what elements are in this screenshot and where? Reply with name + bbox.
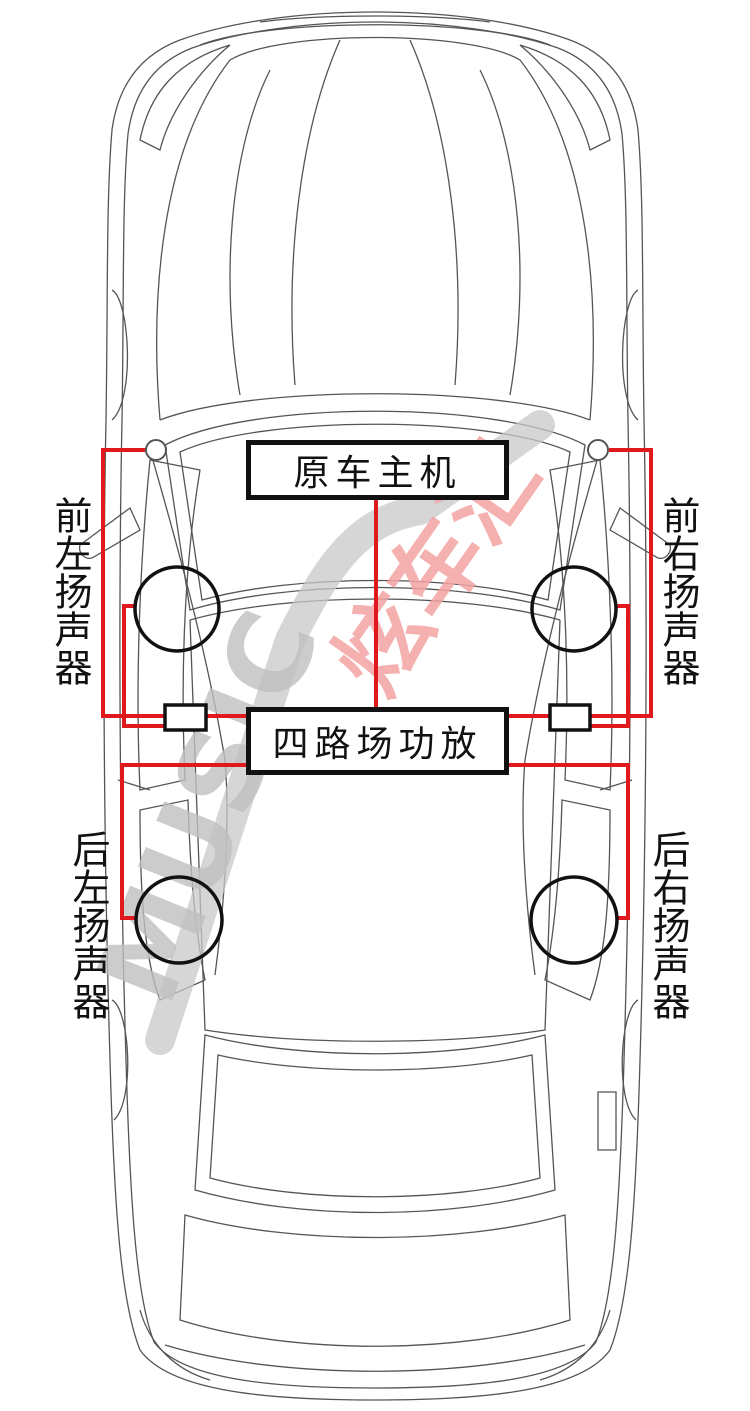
window-right-front (549, 459, 613, 791)
car-outline (78, 11, 672, 1401)
speaker-rear-right (529, 875, 619, 965)
window-left-front (137, 459, 201, 791)
wire-front-left-mid (122, 604, 165, 728)
wire-front-right-mid (590, 604, 630, 728)
taillight-left (139, 1309, 211, 1381)
watermark-swoosh (145, 410, 555, 1055)
headlight-left (139, 44, 231, 151)
label-rear-left-speaker: 后左扬声器 (66, 830, 110, 1020)
rear-window (194, 1034, 556, 1214)
window-left-rear (139, 799, 206, 1001)
amplifier-box: 四路场功放 (246, 707, 509, 775)
mirror-right (609, 506, 672, 559)
amplifier-label: 四路场功放 (272, 724, 483, 765)
crossover-left (163, 703, 208, 732)
label-rear-right-speaker: 后右扬声器 (646, 830, 690, 1020)
wheel-arch-front-left (111, 289, 129, 421)
head-unit-box: 原车主机 (246, 440, 509, 500)
tweeters (145, 439, 609, 461)
car-body-inner (119, 21, 631, 1389)
front-grille (259, 15, 491, 23)
wire-rear-left (120, 763, 246, 920)
headlight-right (519, 44, 611, 151)
trunk-lid (179, 1214, 571, 1347)
wheel-arch-rear-left (111, 999, 129, 1121)
speaker-rear-left (134, 875, 224, 965)
speakers (133, 565, 619, 965)
wiring (101, 448, 653, 920)
wire-front-left-tweeter (101, 448, 165, 718)
speaker-front-right (530, 565, 618, 653)
tweeter-front-right (587, 439, 609, 461)
crossovers (163, 703, 592, 732)
tweeter-front-left (145, 439, 167, 461)
wheel-arch-front-right (621, 289, 639, 421)
wire-front-right-tweeter (590, 448, 653, 718)
speaker-front-left (133, 565, 221, 653)
a-pillar-left (149, 449, 228, 976)
watermark-latin-text: MUSIC (73, 594, 346, 1020)
mirror-left (78, 506, 141, 559)
head-unit-label: 原车主机 (293, 453, 462, 494)
crossover-right (548, 703, 592, 732)
windshield-inner (179, 423, 571, 601)
label-front-left-speaker: 前左扬声器 (48, 496, 92, 686)
front-bumper (199, 24, 551, 46)
car-body-outer (103, 11, 647, 1401)
wheel-arch-rear-right (621, 999, 639, 1121)
hood-outline (156, 36, 594, 421)
window-right-rear (544, 799, 611, 1001)
rear-bumper (164, 1344, 586, 1372)
wire-rear-right (509, 763, 630, 920)
a-pillar-right (522, 449, 601, 976)
hood-crease-mid-right (479, 69, 521, 396)
hood-rear-edge (159, 393, 591, 421)
fuel-door-right (597, 1091, 617, 1151)
hood-crease-left (291, 39, 341, 386)
taillight-right (539, 1309, 611, 1381)
rear-window-inner (209, 1054, 541, 1198)
hood-crease-right (409, 39, 459, 386)
label-front-right-speaker: 前右扬声器 (656, 496, 700, 686)
roof-outline (189, 619, 561, 1042)
hood-crease-mid-left (229, 69, 271, 396)
windshield (164, 410, 586, 611)
